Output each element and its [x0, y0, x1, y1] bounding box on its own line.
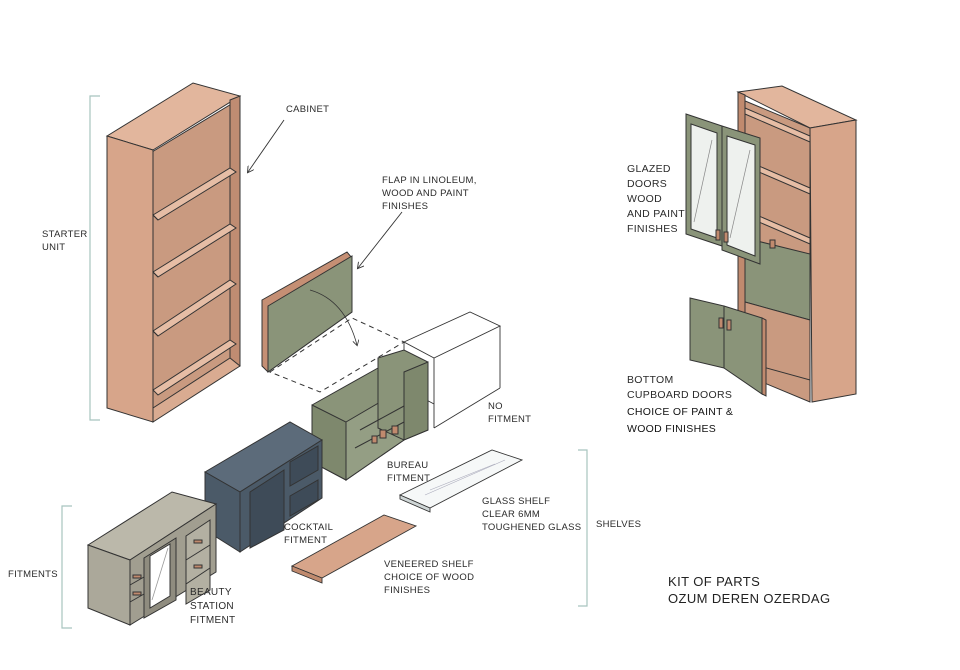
glass-shelf-label: GLASS SHELF CLEAR 6MM TOUGHENED GLASS	[482, 496, 582, 533]
shelves-bracket	[578, 449, 588, 607]
glazed-doors	[685, 113, 761, 265]
bureau-fitment-label: BUREAU FITMENT	[387, 460, 431, 484]
flap-label: FLAP IN LINOLEUM, WOOD AND PAINT FINISHE…	[382, 175, 477, 212]
beauty-station-label: BEAUTY STATION FITMENT	[190, 587, 236, 626]
cocktail-fitment-label: COCKTAIL FITMENT	[284, 522, 334, 546]
cabinet-arrow	[248, 119, 285, 172]
fitments-bracket	[61, 505, 72, 629]
bottom-cupboard-label: BOTTOM CUPBOARD DOORS	[627, 374, 733, 401]
beauty-station-fitment	[86, 491, 218, 626]
cocktail-fitment	[204, 421, 323, 553]
flap-arrow	[358, 211, 403, 268]
fitments-label: FITMENTS	[8, 569, 58, 580]
veneered-shelf	[290, 514, 418, 584]
credit-title: KIT OF PARTS OZUM DEREN OZERDAG	[668, 574, 831, 606]
veneered-shelf-label: VENEERED SHELF CHOICE OF WOOD FINISHES	[384, 559, 475, 596]
cabinet-label: CABINET	[286, 104, 330, 115]
shelves-label: SHELVES	[596, 519, 642, 530]
starter-unit-label: STARTER UNIT	[42, 229, 88, 253]
finishes-choice-label: CHOICE OF PAINT & WOOD FINISHES	[627, 406, 734, 435]
no-fitment-label: NO FITMENT	[488, 401, 532, 425]
starter-unit-bookcase	[105, 82, 242, 423]
bottom-cupboard-doors	[689, 297, 767, 397]
glass-shelf	[398, 449, 524, 513]
glazed-doors-label: GLAZED DOORS WOOD AND PAINT FINISHES	[627, 163, 685, 235]
starter-bracket	[89, 95, 100, 421]
